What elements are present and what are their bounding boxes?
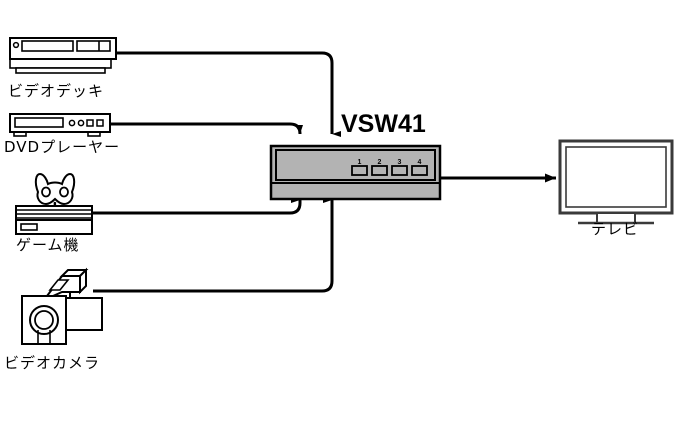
device-label-camcorder: ビデオカメラ bbox=[4, 354, 101, 372]
video-camera-icon bbox=[21, 267, 103, 345]
switch-button-2-label: 2 bbox=[378, 159, 382, 166]
model-name-vsw41: VSW41 bbox=[341, 110, 426, 138]
device-label-game: ゲーム機 bbox=[16, 236, 80, 254]
device-label-vcr: ビデオデッキ bbox=[8, 82, 105, 100]
cable-vcr-to-switch bbox=[112, 51, 341, 137]
cable-game-to-switch bbox=[92, 197, 302, 215]
device-label-tv: テレビ bbox=[591, 220, 640, 238]
switch-button-2[interactable]: 2 bbox=[371, 159, 388, 176]
device-label-dvd: DVDプレーヤー bbox=[4, 138, 121, 156]
switch-button-4-label: 4 bbox=[418, 159, 422, 166]
switch-button-4[interactable]: 4 bbox=[411, 159, 428, 176]
switch-button-1-label: 1 bbox=[358, 159, 362, 166]
vcr-icon bbox=[9, 37, 117, 74]
vsw41-switch-box[interactable]: 1 2 3 4 bbox=[269, 144, 442, 201]
switch-button-1[interactable]: 1 bbox=[351, 159, 368, 176]
switch-button-3-label: 3 bbox=[398, 159, 402, 166]
game-console-icon bbox=[15, 172, 93, 235]
switch-button-3[interactable]: 3 bbox=[391, 159, 408, 176]
cable-camcorder-to-switch bbox=[93, 197, 334, 293]
cable-dvd-to-switch bbox=[110, 122, 310, 137]
dvd-player-icon bbox=[9, 113, 111, 137]
television-icon bbox=[558, 139, 674, 225]
